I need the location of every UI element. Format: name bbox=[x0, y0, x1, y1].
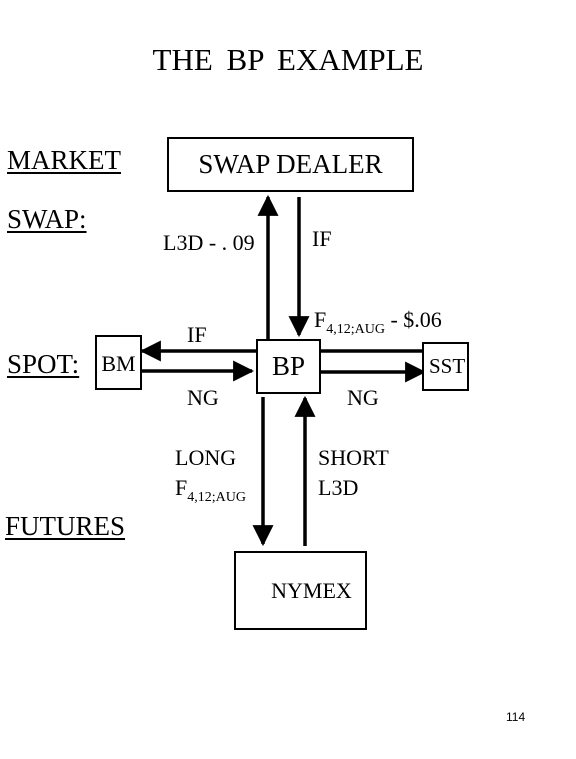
bm-label: BM bbox=[101, 351, 136, 376]
label-long-future: F4,12;AUG bbox=[175, 477, 246, 505]
swap-dealer-label: SWAP DEALER bbox=[198, 149, 383, 179]
fixed-price-suffix: - $.06 bbox=[384, 307, 442, 332]
bm-box: BM bbox=[95, 335, 142, 390]
market-label: MARKET bbox=[7, 145, 121, 175]
label-if-spot: IF bbox=[187, 322, 207, 347]
swap-dealer-box: SWAP DEALER bbox=[167, 137, 414, 192]
label-short: SHORT bbox=[318, 445, 389, 470]
label-ng-right: NG bbox=[347, 385, 379, 410]
label-fixed-price: F4,12;AUG - $.06 bbox=[314, 309, 442, 337]
label-long: LONG bbox=[175, 445, 237, 470]
sst-label: SST bbox=[429, 354, 466, 378]
label-l3d-minus: L3D - . 09 bbox=[163, 230, 255, 255]
long-future-prefix: F bbox=[175, 475, 188, 500]
long-future-subscript: 4,12;AUG bbox=[187, 490, 246, 505]
spot-label: SPOT: bbox=[7, 349, 80, 379]
page-title: THE BP EXAMPLE bbox=[152, 42, 424, 77]
fixed-price-subscript: 4,12;AUG bbox=[326, 322, 385, 337]
label-short-l3d: L3D bbox=[318, 475, 359, 500]
bp-label: BP bbox=[271, 351, 306, 381]
label-ng-left: NG bbox=[187, 385, 219, 410]
bp-box: BP bbox=[256, 339, 321, 394]
swap-label: SWAP: bbox=[7, 204, 87, 234]
fixed-price-prefix: F bbox=[314, 307, 327, 332]
sst-box: SST bbox=[422, 342, 469, 391]
nymex-label: NYMEX bbox=[271, 577, 352, 603]
page-number: 114 bbox=[506, 710, 526, 724]
label-if-swap: IF bbox=[312, 226, 332, 251]
nymex-box: NYMEX bbox=[234, 551, 367, 630]
futures-label: FUTURES bbox=[5, 511, 126, 541]
